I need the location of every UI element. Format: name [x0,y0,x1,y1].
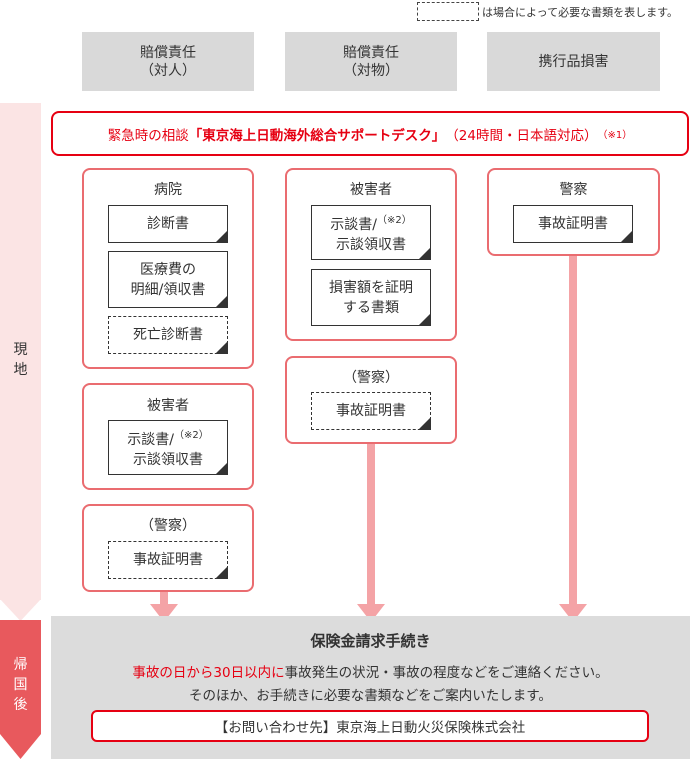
emergency-consult-banner: 緊急時の相談「東京海上日動海外総合サポートデスク」（24時間・日本語対応）（※1… [51,111,689,156]
claim-procedure-title: 保険金請求手続き [310,632,431,650]
legend-text: は場合によって必要な書類を表します。 [482,6,679,19]
header-liability-property: 賠償責任 （対物） [285,32,457,91]
consult-prefix: 緊急時の相談 [107,127,189,144]
claim-deadline-text: 事故の日から30日以内に事故発生の状況・事故の程度などをご連絡ください。 [132,665,609,681]
support-desk-name: 「東京海上日動海外総合サポートデスク」 [188,127,446,144]
contact-info-box: 【お問い合わせ先】東京海上日動火災保険株式会社 [91,710,649,742]
document-settlement-person: 示談書/（※2） 示談領収書 [108,420,228,475]
after-return-label: 帰 国 後 [13,657,28,713]
document-medical-certificate: 診断書 [108,205,228,243]
document-accident-report-property: 事故証明書 [311,392,431,430]
document-accident-report-belongings: 事故証明書 [513,205,633,243]
flow-arrow-col1 [150,588,178,622]
consult-note: （※1） [597,130,633,141]
victim-title-property: 被害者 [350,182,392,198]
hospital-title: 病院 [154,182,182,198]
onsite-strip-arrow [0,599,41,621]
optional-document-legend-sample [417,2,479,21]
flow-arrow-col2 [357,443,385,622]
police-title-property: （警察） [343,370,399,386]
header-belongings-damage: 携行品損害 [487,32,660,91]
onsite-strip [0,103,41,600]
after-return-strip-arrow [0,729,41,759]
document-accident-report-person: 事故証明書 [108,541,228,579]
document-damage-proof: 損害額を証明 する書類 [311,269,431,326]
police-title-belongings: 警察 [559,182,588,198]
document-settlement-property: 示談書/（※2） 示談領収書 [311,205,431,260]
header-liability-person: 賠償責任 （対人） [82,32,254,91]
document-medical-receipt: 医療費の 明細/領収書 [108,251,228,308]
victim-title-person: 被害者 [147,398,189,414]
after-return-strip [0,620,41,730]
consult-hours: （24時間・日本語対応） [445,127,598,144]
police-title-person: （警察） [140,518,196,534]
claim-guidance-text: そのほか、お手続きに必要な書類などをご案内いたします。 [189,688,552,704]
document-death-certificate: 死亡診断書 [108,316,228,354]
flow-arrow-col3 [559,256,587,622]
onsite-label: 現 地 [13,342,28,378]
